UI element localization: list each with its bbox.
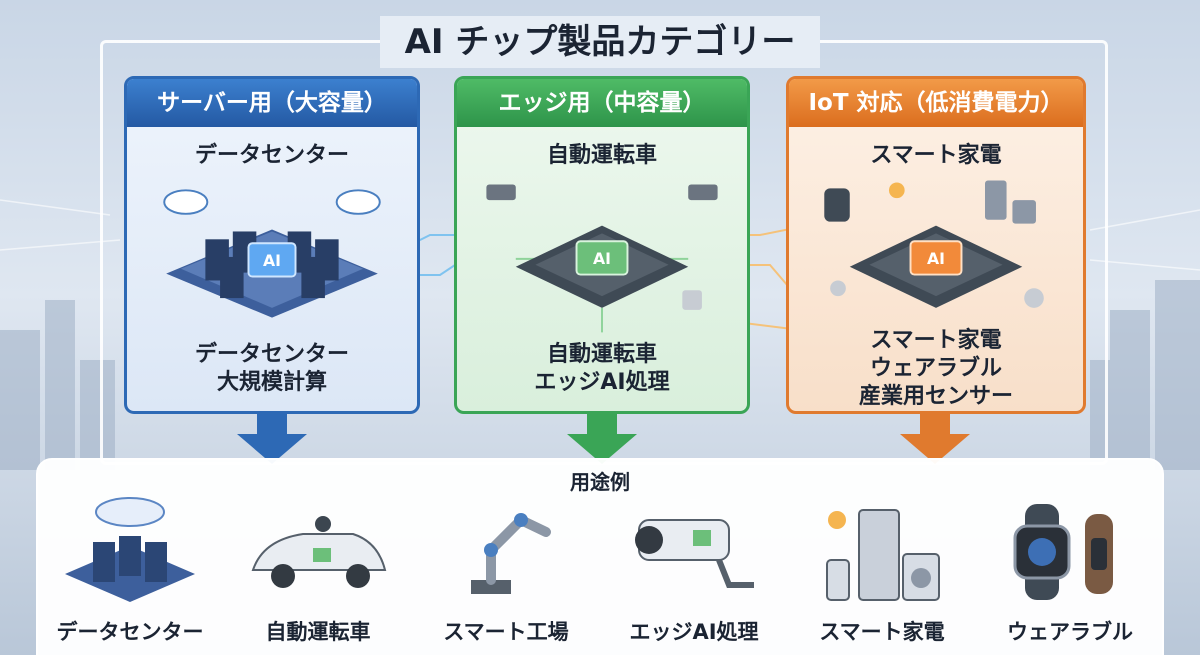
- description-line: データセンター: [194, 342, 349, 367]
- speaker-icon: [1024, 288, 1044, 308]
- description-line: 大規模計算: [216, 370, 327, 395]
- use-cases-list: データセンター 自動運転車 スマート工場 エッジAI処理: [36, 490, 1164, 650]
- category-card-server: サーバー用（大容量） データセンター AI データセンター 大規模計算: [124, 76, 420, 414]
- washer-icon: [1012, 200, 1036, 224]
- server-chip-illustration: AI: [163, 189, 381, 318]
- down-arrow-icon: [900, 414, 970, 464]
- description-line: 自動運転車: [546, 342, 657, 367]
- sensor-icon: [682, 290, 702, 310]
- home-appliances-icon: [826, 509, 940, 601]
- card-description: スマート家電 ウェアラブル 産業用センサー: [789, 327, 1083, 411]
- iot-chip-illustration: AI: [824, 180, 1044, 308]
- down-arrow-icon: [237, 414, 307, 464]
- chip-ai-label: AI: [593, 249, 611, 268]
- use-case-label: 自動運転車: [265, 620, 371, 644]
- card-header: IoT 対応（低消費電力）: [789, 79, 1083, 127]
- security-camera-icon: [635, 519, 754, 588]
- use-case-item: スマート家電: [792, 490, 972, 650]
- use-case-label: データセンター: [56, 620, 204, 644]
- server-rack-icon: [65, 497, 195, 602]
- autonomous-car-icon: [251, 516, 387, 588]
- page-title: AI チップ製品カテゴリー: [380, 16, 820, 68]
- use-case-item: ウェアラブル: [980, 490, 1160, 650]
- category-card-iot: IoT 対応（低消費電力） スマート家電 AI スマート家電 ウェアラブル 産業…: [786, 76, 1086, 414]
- description-line: スマート家電: [870, 328, 1002, 353]
- description-line: エッジAI処理: [534, 370, 670, 395]
- edge-chip-illustration: AI: [486, 184, 718, 333]
- smartwatch-icon: [824, 188, 850, 222]
- cloud-icon: [163, 189, 381, 215]
- chip-ai-label: AI: [263, 251, 281, 270]
- use-cases-title: 用途例: [570, 470, 630, 494]
- use-case-label: ウェアラブル: [1007, 620, 1133, 644]
- card-subtitle: データセンター: [194, 143, 349, 168]
- use-case-label: スマート工場: [443, 620, 569, 644]
- description-line: ウェアラブル: [869, 356, 1002, 381]
- use-cases-panel: [36, 458, 1164, 655]
- use-case-item: エッジAI処理: [604, 490, 784, 650]
- card-header: サーバー用（大容量）: [127, 79, 417, 127]
- down-arrow-icon: [567, 414, 637, 464]
- use-case-label: スマート家電: [819, 620, 945, 644]
- card-description: データセンター 大規模計算: [127, 341, 417, 397]
- card-header: エッジ用（中容量）: [457, 79, 747, 127]
- use-case-label: エッジAI処理: [629, 620, 759, 644]
- use-case-item: 自動運転車: [228, 490, 408, 650]
- use-case-item: スマート工場: [416, 490, 596, 650]
- bulb-icon: [888, 182, 905, 199]
- use-case-item: データセンター: [40, 490, 220, 650]
- fridge-icon: [985, 180, 1007, 220]
- category-card-edge: エッジ用（中容量） 自動運転車 AI 自動運転車 エッジAI処理: [454, 76, 750, 414]
- robot-arm-icon: [471, 513, 551, 594]
- camera-icon: [486, 184, 718, 201]
- chip-ai-label: AI: [927, 249, 945, 268]
- sensor-icon: [830, 280, 846, 297]
- description-line: 産業用センサー: [858, 384, 1013, 409]
- card-subtitle: 自動運転車: [546, 143, 657, 168]
- smartwatch-icon: [1013, 504, 1113, 600]
- card-subtitle: スマート家電: [870, 143, 1002, 168]
- card-description: 自動運転車 エッジAI処理: [457, 341, 747, 397]
